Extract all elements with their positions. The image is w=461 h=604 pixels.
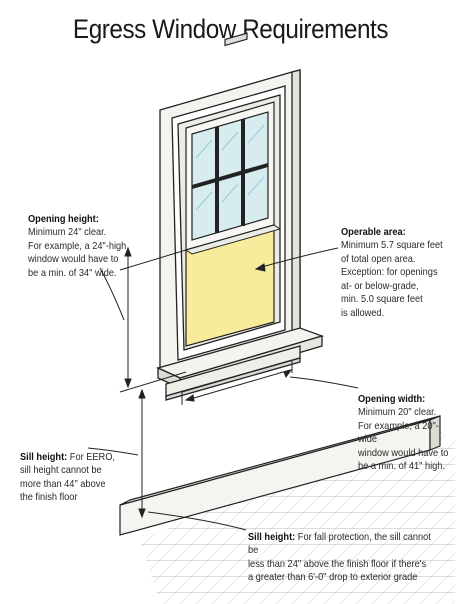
sill-height-fall-body: For fall protection, the sill cannot be … xyxy=(248,530,431,584)
callout-opening-height: Opening height: Minimum 24" clear. For e… xyxy=(28,199,126,294)
sill-height-eero-body: For EERO, sill height cannot be more tha… xyxy=(20,450,115,504)
sill-height-eero-heading: Sill height: xyxy=(20,450,68,463)
opening-width-heading: Opening width: xyxy=(358,392,426,405)
operable-area-heading: Operable area: xyxy=(341,225,406,238)
dimension-lines xyxy=(87,246,359,531)
window-sill xyxy=(156,327,325,401)
sill-height-fall-heading: Sill height: xyxy=(248,530,296,543)
callout-operable-area: Operable area: Minimum 5.7 square feet o… xyxy=(341,212,443,334)
callout-sill-height-fall: Sill height: For fall protection, the si… xyxy=(248,517,435,585)
opening-width-body: Minimum 20" clear. For example, a 20"-wi… xyxy=(358,406,449,472)
callout-sill-height-eero: Sill height: For EERO, sill height canno… xyxy=(20,437,115,505)
opening-height-heading: Opening height: xyxy=(28,212,99,225)
upper-sash xyxy=(185,32,275,251)
callout-opening-width: Opening width: Minimum 20" clear. For ex… xyxy=(358,379,449,487)
floor-tiles xyxy=(140,420,455,604)
opening-height-body: Minimum 24" clear. For example, a 24"-hi… xyxy=(28,226,127,279)
baseboard xyxy=(119,415,441,536)
operable-area-body: Minimum 5.7 square feet of total open ar… xyxy=(341,239,443,319)
